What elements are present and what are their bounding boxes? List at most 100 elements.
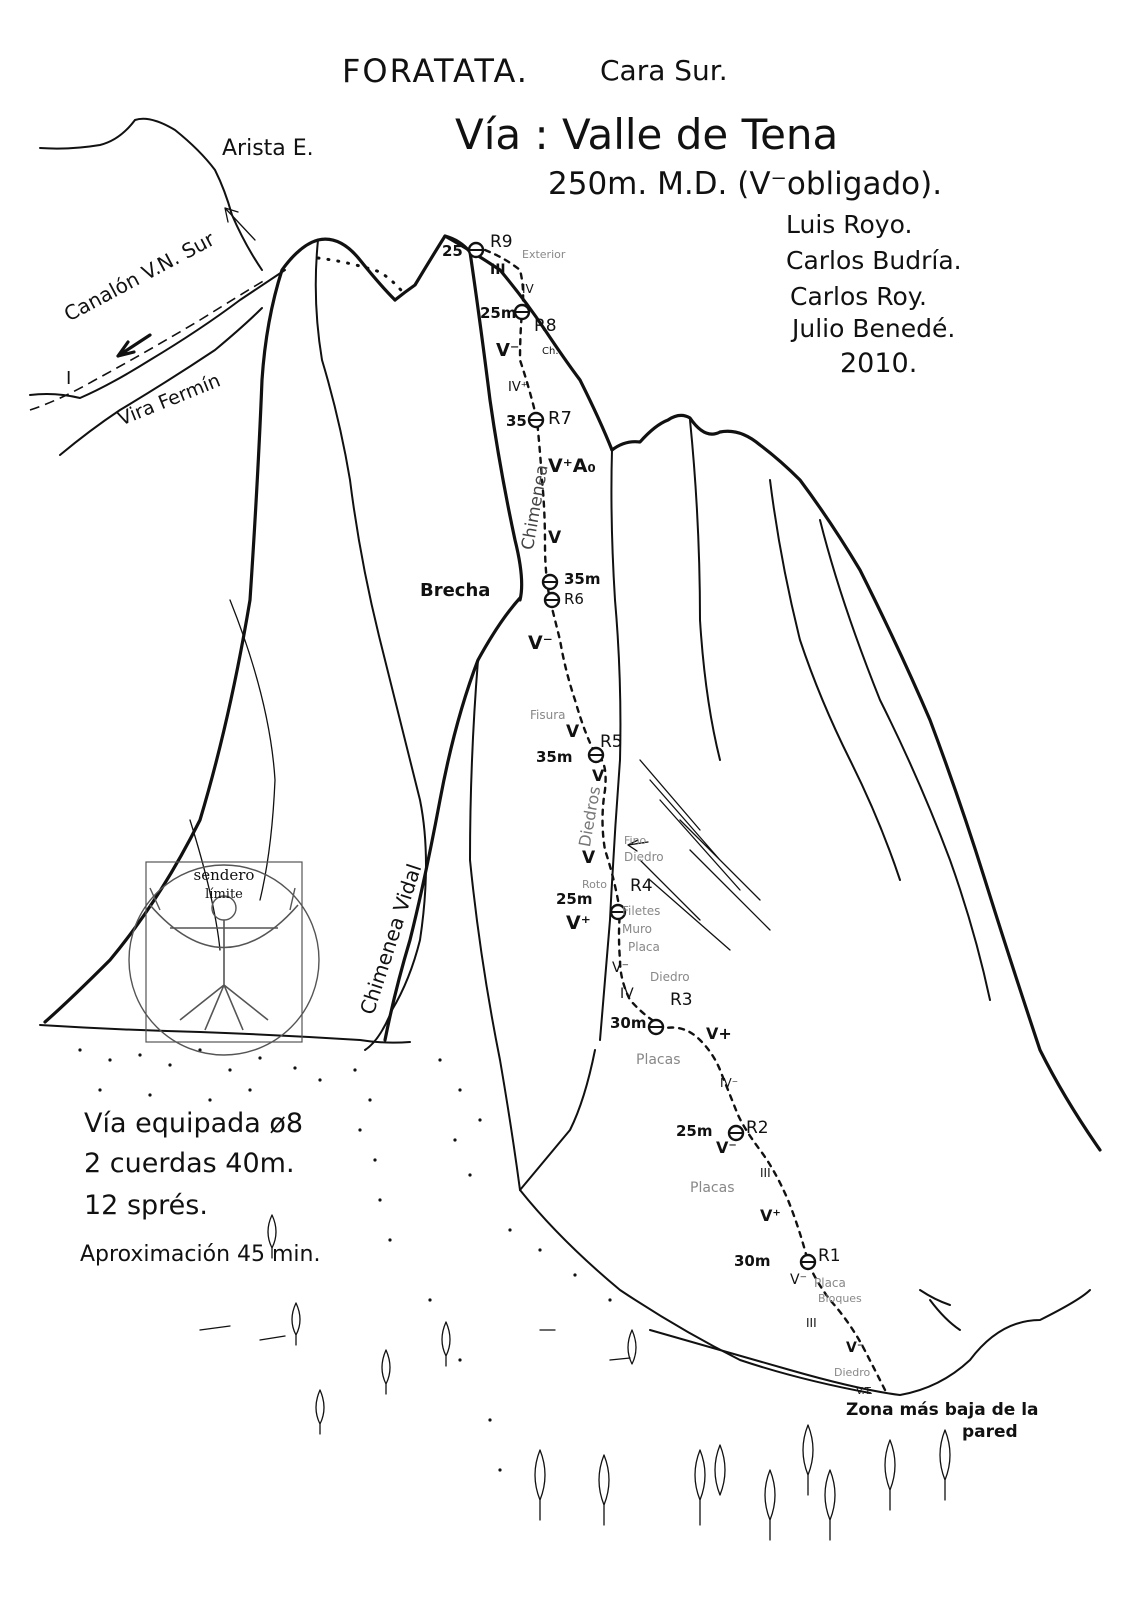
grade-g13: IV — [620, 986, 634, 1002]
scree-base-line — [519, 1189, 871, 1394]
left-valley-line — [29, 269, 286, 399]
brecha-label: Brecha — [420, 580, 491, 601]
zona-label: Zona más baja de la — [846, 1400, 1039, 1420]
logo-ice-axes — [149, 887, 296, 911]
gear-line-2: 2 cuerdas 40m. — [84, 1148, 295, 1179]
right-face-inner-2 — [819, 519, 991, 1001]
grade-g6: V — [548, 528, 562, 548]
note-muro: Muro — [622, 922, 652, 936]
author-4: Julio Benedé. — [792, 314, 956, 343]
arista-label: Arista E. — [222, 136, 314, 161]
left-tower-fissure — [189, 599, 276, 951]
r7-length: 35 — [506, 412, 527, 430]
note-roto: Roto — [582, 878, 607, 891]
grade-g19: V⁻ — [790, 1272, 807, 1288]
right-gully — [919, 1289, 961, 1331]
central-face-line — [599, 449, 622, 1041]
note-diedro: Diedro — [624, 850, 664, 864]
grade-g17: III — [760, 1166, 771, 1180]
grade-g5: V⁺A₀ — [548, 455, 596, 477]
note-fisura: Fisura — [530, 708, 566, 722]
r1-label: R1 — [818, 1246, 841, 1266]
r9-length: 25 — [442, 242, 463, 260]
main-spire-left-edge — [393, 234, 524, 602]
grade-g2: IV — [522, 282, 534, 296]
main-spire-right-edge — [443, 234, 614, 452]
r5-length: 35m — [536, 748, 573, 766]
note-placa-2: Placa — [814, 1276, 846, 1290]
author-1: Luis Royo. — [786, 210, 913, 239]
left-valley-line-2 — [59, 307, 263, 456]
note-filetes: Filetes — [622, 904, 661, 918]
left-tower-outline — [43, 237, 397, 1024]
r9-label: R9 — [490, 232, 513, 252]
summit-traverse-dotted — [316, 256, 407, 297]
author-3: Carlos Roy. — [790, 282, 927, 311]
canalon-arrow — [116, 333, 152, 358]
r8-label: R8 — [534, 316, 557, 336]
grade-g9: V — [592, 766, 605, 785]
grade-g10: V — [582, 848, 596, 868]
grade-g21: V⁻ — [846, 1340, 865, 1356]
gear-line-1: Vía equipada ø8 — [84, 1108, 304, 1139]
grade-g4: IV⁺ — [508, 380, 528, 395]
grade-g16: V⁻ — [716, 1138, 737, 1157]
arista-arrow — [224, 207, 256, 241]
route-name: Vía : Valle de Tena — [455, 110, 839, 159]
grade-g14: V+ — [706, 1024, 732, 1043]
right-face-inner-1 — [689, 419, 901, 881]
r3-length: 30m — [610, 1014, 647, 1032]
right-face-skyline — [610, 413, 1102, 1152]
note-exterior: Exterior — [522, 248, 566, 261]
trees — [199, 1214, 951, 1541]
first-ascent-year: 2010. — [840, 348, 918, 379]
note-bloques: Bloques — [818, 1292, 862, 1305]
central-toe-line — [519, 1049, 596, 1191]
note-ch: Ch. — [542, 346, 559, 357]
note-placas: Placas — [636, 1052, 681, 1068]
chimenea-vidal-line — [383, 596, 522, 1042]
belay-markers — [467, 241, 817, 1271]
grade-g1: III — [490, 262, 506, 278]
grade-g8: V — [566, 722, 580, 742]
r8-length: 25m — [480, 304, 517, 322]
grade-one-label: I — [66, 368, 72, 389]
note-placas-2: Placas — [690, 1180, 735, 1196]
left-tower-inner-edge — [314, 239, 427, 1051]
face-subtitle: Cara Sur. — [600, 54, 728, 87]
r7-label: R7 — [548, 408, 572, 429]
left-base-line — [39, 1024, 411, 1044]
grade-g11: V⁺ — [566, 912, 591, 934]
grade-g15: IV⁻ — [720, 1076, 739, 1090]
grade-g12: V⁻ — [612, 960, 629, 976]
grade-g3: V⁻ — [496, 340, 520, 361]
vt-label: V.T. — [856, 1386, 873, 1397]
note-diedro-2: Diedro — [650, 970, 690, 984]
right-face-slabs — [639, 759, 771, 951]
note-diedro-3: Diedro — [834, 1366, 871, 1379]
gear-line-3: 12 sprés. — [84, 1190, 208, 1221]
pared-label: pared — [962, 1422, 1018, 1442]
diedro-arrow — [627, 839, 649, 852]
logo-text-top: sendero — [194, 866, 255, 884]
scree-texture — [78, 1048, 612, 1472]
grade-g18: V⁺ — [760, 1206, 781, 1225]
logo-figure — [170, 920, 278, 1031]
peak-title: FORATATA. — [342, 52, 529, 90]
canalon-dashed-line — [29, 279, 266, 411]
route-grade: 250m. M.D. (V⁻obligado). — [548, 166, 943, 202]
logo-text-bottom: límite — [205, 887, 243, 902]
grade-g20: III — [806, 1316, 817, 1330]
gear-line-4: Aproximación 45 min. — [80, 1242, 321, 1267]
author-2: Carlos Budría. — [786, 246, 962, 275]
r6-label: R6 — [564, 590, 584, 608]
r1-length: 30m — [734, 1252, 771, 1270]
sendero-limite-logo: sendero límite — [128, 861, 320, 1056]
logo-frame — [145, 861, 303, 1043]
r2-label: R2 — [746, 1118, 769, 1138]
brecha-left-slab — [469, 659, 521, 1191]
right-base-line — [649, 1289, 1091, 1396]
logo-circle — [128, 864, 320, 1056]
r4-label: R4 — [630, 876, 653, 896]
